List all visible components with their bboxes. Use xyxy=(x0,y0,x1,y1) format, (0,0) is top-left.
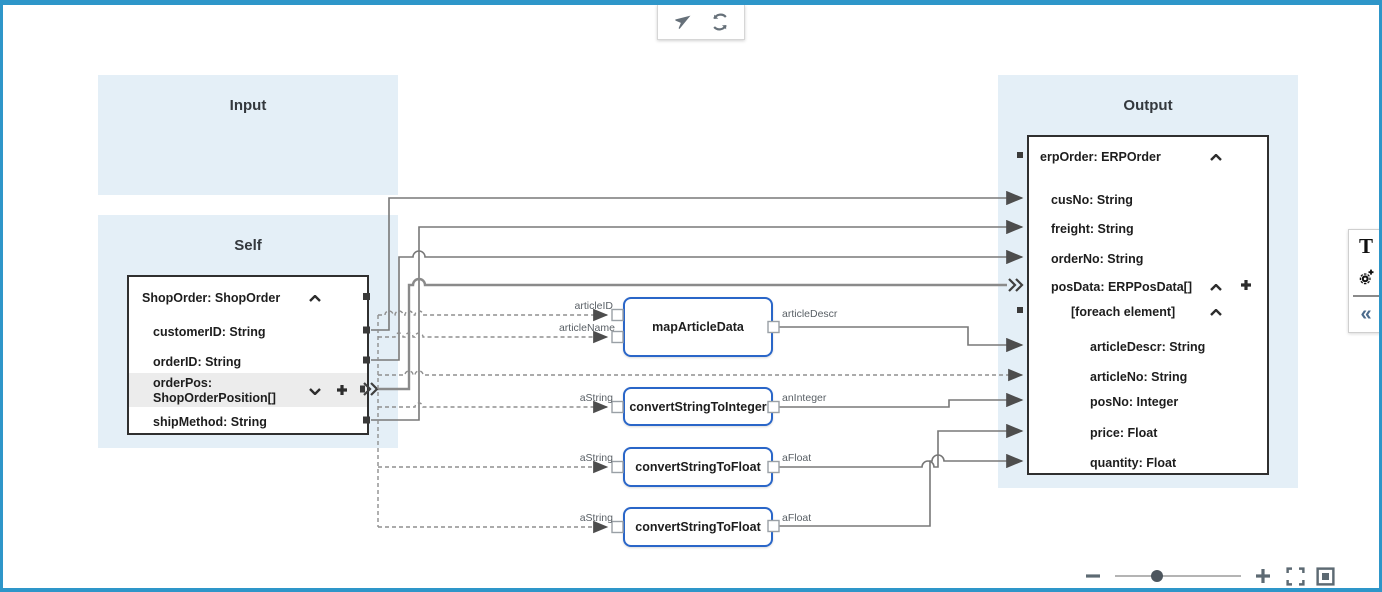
tree-row-orderno[interactable]: orderNo: String xyxy=(1051,252,1144,266)
tree-row-articleno[interactable]: articleNo: String xyxy=(1090,370,1188,384)
connection-astring-int[interactable] xyxy=(378,400,609,414)
zoom-controls xyxy=(1083,563,1345,588)
add-mapping-icon[interactable] xyxy=(335,383,349,397)
connection-afloat-quantity[interactable] xyxy=(779,453,1024,527)
overview-icon[interactable] xyxy=(1315,566,1336,587)
port-in-astring-float1[interactable] xyxy=(611,460,624,474)
tree-row-customerid[interactable]: customerID: String xyxy=(153,325,266,339)
collapse-panel-icon[interactable]: « xyxy=(1360,303,1372,325)
tree-row-freight[interactable]: freight: String xyxy=(1051,222,1134,236)
tree-row-orderid[interactable]: orderID: String xyxy=(153,355,242,369)
function-maparticledata[interactable]: mapArticleData xyxy=(623,297,773,357)
zoom-in-icon[interactable] xyxy=(1253,566,1273,586)
zoom-out-icon[interactable] xyxy=(1083,566,1103,586)
connection-customerid-cusno[interactable] xyxy=(371,190,1024,331)
canvas-toolbar xyxy=(657,5,745,40)
side-toolbar: T « xyxy=(1348,229,1379,333)
collapse-icon[interactable] xyxy=(308,291,322,305)
connection-articleid[interactable] xyxy=(378,308,609,322)
connection-articledescr[interactable] xyxy=(779,326,1024,353)
function-name: convertStringToInteger xyxy=(629,399,767,414)
edge-label-astring-int: aString xyxy=(579,392,613,404)
fullscreen-icon[interactable] xyxy=(1285,566,1306,587)
input-panel: Input xyxy=(98,75,398,195)
tree-row-shoporder[interactable]: ShopOrder: ShopOrder xyxy=(142,291,281,305)
edge-label-afloat1: aFloat xyxy=(782,452,812,464)
self-tree-box: ShopOrder: ShopOrder customerID: String … xyxy=(127,275,369,435)
edge-label-astring-float1: aString xyxy=(579,452,613,464)
edge-label-astring-float2: aString xyxy=(579,512,613,524)
tree-row-quantity[interactable]: quantity: Float xyxy=(1090,456,1177,470)
collapse-icon[interactable] xyxy=(1209,150,1223,164)
connection-shipmethod-freight[interactable] xyxy=(371,219,1024,421)
tree-row-cusno[interactable]: cusNo: String xyxy=(1051,193,1133,207)
tree-row-erporder[interactable]: erpOrder: ERPOrder xyxy=(1040,150,1161,164)
edge-label-articlename: articleName xyxy=(558,322,615,334)
edge-label-articleid: articleID xyxy=(574,300,613,312)
function-name: convertStringToFloat xyxy=(635,460,761,474)
output-tree-box: erpOrder: ERPOrder cusNo: String freight… xyxy=(1027,135,1269,475)
add-mapping-icon[interactable] xyxy=(1239,278,1253,292)
edge-label-aninteger: anInteger xyxy=(782,392,827,404)
collapse-icon[interactable] xyxy=(1209,280,1223,294)
connection-orderid-orderno[interactable] xyxy=(371,249,1024,361)
tree-row-posno[interactable]: posNo: Integer xyxy=(1090,395,1179,409)
connection-articleno[interactable] xyxy=(378,368,1024,382)
tree-row-posdata[interactable]: posData: ERPPosData[] xyxy=(1051,280,1192,294)
port-in-astring-int[interactable] xyxy=(611,400,624,414)
zoom-slider[interactable] xyxy=(1115,570,1241,582)
connection-aninteger-posno[interactable] xyxy=(779,392,1024,408)
output-panel-title: Output xyxy=(1123,97,1173,114)
function-gear-icon[interactable] xyxy=(1349,262,1379,294)
port-in-articleid[interactable] xyxy=(611,308,624,322)
function-convertstringtointeger[interactable]: convertStringToInteger xyxy=(623,387,773,426)
tree-row-foreach[interactable]: [foreach element] xyxy=(1071,305,1176,319)
connection-orderpos-posdata[interactable] xyxy=(377,277,1007,391)
edge-label-articledescr: articleDescr xyxy=(782,308,838,320)
tree-row-orderpos[interactable]: orderPos: ShopOrderPosition[] xyxy=(153,376,276,405)
function-name: convertStringToFloat xyxy=(635,520,761,534)
zoom-slider-handle[interactable] xyxy=(1151,570,1163,582)
refresh-icon[interactable] xyxy=(708,10,732,34)
expand-icon[interactable] xyxy=(308,384,322,398)
text-tool-icon[interactable]: T xyxy=(1358,233,1373,258)
function-convertstringtofloat-1[interactable]: convertStringToFloat xyxy=(623,447,773,487)
tree-row-shipmethod[interactable]: shipMethod: String xyxy=(153,415,267,429)
tree-row-articledescr[interactable]: articleDescr: String xyxy=(1090,340,1206,354)
port-in-astring-float2[interactable] xyxy=(611,520,624,534)
input-panel-title: Input xyxy=(229,97,267,114)
selected-row-highlight xyxy=(129,373,367,407)
tree-row-price[interactable]: price: Float xyxy=(1090,426,1158,440)
toolbar-divider xyxy=(1353,295,1379,297)
function-convertstringtofloat-2[interactable]: convertStringToFloat xyxy=(623,507,773,547)
collapse-icon[interactable] xyxy=(1209,305,1223,319)
function-name: mapArticleData xyxy=(652,320,744,334)
self-panel-title: Self xyxy=(234,237,262,254)
edge-label-afloat2: aFloat xyxy=(782,512,812,524)
navigate-icon[interactable] xyxy=(670,10,694,34)
connection-articlename[interactable] xyxy=(378,330,609,344)
